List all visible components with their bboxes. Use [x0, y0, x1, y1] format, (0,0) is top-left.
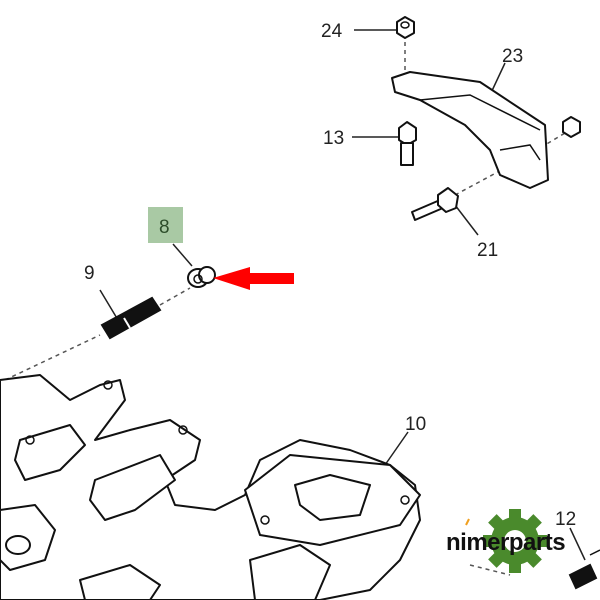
callout-8-highlight: [148, 207, 183, 243]
leader-lines: [99, 29, 586, 561]
callout-21: 21: [477, 240, 498, 261]
part-8-flange-nut: [187, 266, 216, 288]
callout-13: 13: [323, 128, 344, 149]
red-pointer-arrow-icon: [213, 267, 294, 290]
part-13-bolt: [398, 121, 417, 166]
part-21-bolt: [411, 187, 459, 221]
callout-10: 10: [405, 414, 426, 435]
callout-12: 12: [555, 509, 576, 530]
logo-text: nimerparts: [446, 529, 565, 556]
callout-23: 23: [502, 46, 523, 67]
nut-right: [562, 116, 581, 138]
callout-24: 24: [321, 21, 343, 42]
nimerparts-logo: nimerparts: [446, 509, 566, 573]
callout-8: 8: [159, 217, 170, 238]
part-9-stud: [100, 296, 162, 340]
part-23-bracket: [391, 71, 549, 189]
part-24-nut: [396, 16, 415, 39]
callout-9: 9: [84, 263, 95, 284]
gear-icon: [483, 509, 547, 573]
part-12-stud: [568, 549, 600, 590]
part-10-exhaust-manifold: [0, 374, 421, 600]
